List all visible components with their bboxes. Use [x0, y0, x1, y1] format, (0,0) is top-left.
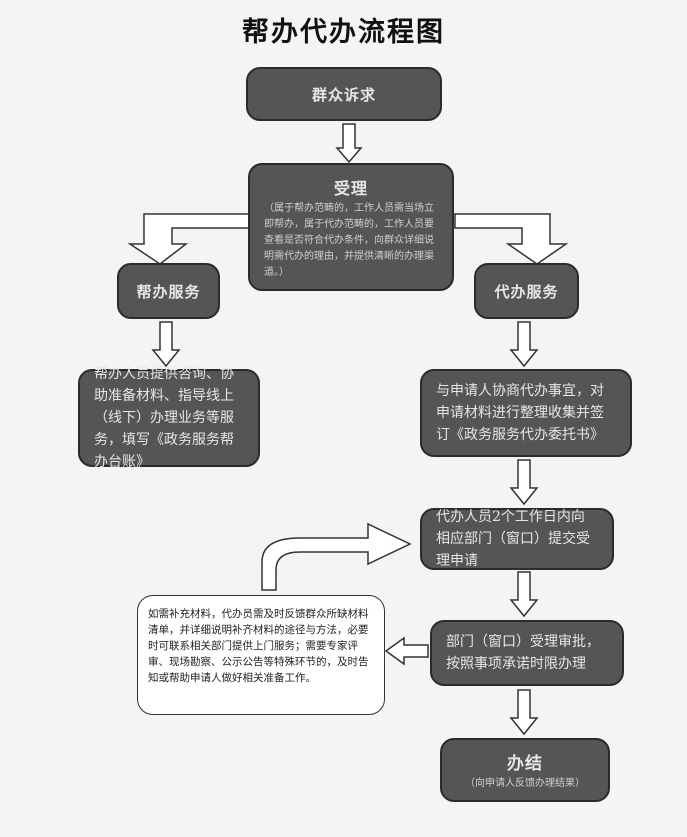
node-request: 群众诉求 — [246, 67, 442, 121]
supplement-note: 如需补充材料，代办员需及时反馈群众所缺材料清单，并详细说明补齐材料的途径与方法，… — [137, 595, 385, 715]
arrow-left — [384, 636, 429, 666]
arrow-down-1 — [335, 123, 363, 164]
arrow-down-6 — [509, 689, 539, 736]
arrow-down-5 — [509, 571, 539, 618]
node-request-label: 群众诉求 — [311, 85, 376, 104]
node-dept-review: 部门（窗口）受理审批，按照事项承诺时限办理 — [430, 620, 624, 686]
node-help-detail-label: 帮办人员提供咨询、协助准备材料、指导线上（线下）办理业务等服务，填写《政务服务帮… — [94, 366, 234, 470]
node-agent-service: 代办服务 — [474, 263, 579, 319]
arrow-curved-loop — [261, 522, 412, 591]
node-agent-submit-label: 代办人员2个工作日内向相应部门（窗口）提交受理申请 — [436, 509, 590, 569]
node-accept-label: 受理 — [333, 179, 368, 198]
node-dept-review-label: 部门（窗口）受理审批，按照事项承诺时限办理 — [446, 634, 600, 672]
node-help-service: 帮办服务 — [117, 263, 220, 319]
node-agent-consult-label: 与申请人协商代办事宜，对申请材料进行整理收集并签订《政务服务代办委托书》 — [436, 383, 604, 443]
arrow-bent-left — [127, 213, 253, 265]
node-done: 办结 （向申请人反馈办理结果） — [440, 738, 610, 802]
arrow-down-3 — [509, 321, 539, 368]
arrow-bent-right — [454, 213, 569, 265]
node-agent-consult: 与申请人协商代办事宜，对申请材料进行整理收集并签订《政务服务代办委托书》 — [420, 369, 632, 457]
arrow-down-2 — [151, 321, 181, 368]
node-done-desc: （向申请人反馈办理结果） — [465, 777, 585, 789]
node-accept: 受理 （属于帮办范畴的，工作人员需当场立即帮办，属于代办范畴的，工作人员要查看是… — [248, 163, 454, 291]
arrow-down-4 — [509, 459, 539, 506]
node-agent-submit: 代办人员2个工作日内向相应部门（窗口）提交受理申请 — [420, 508, 614, 570]
node-agent-service-label: 代办服务 — [494, 282, 559, 301]
node-help-detail: 帮办人员提供咨询、协助准备材料、指导线上（线下）办理业务等服务，填写《政务服务帮… — [78, 366, 260, 470]
node-done-label: 办结 — [507, 753, 543, 774]
node-accept-desc: （属于帮办范畴的，工作人员需当场立即帮办，属于代办范畴的，工作人员要查看是否符合… — [264, 203, 434, 278]
node-help-service-label: 帮办服务 — [136, 282, 201, 301]
page-title: 帮办代办流程图 — [242, 17, 445, 48]
